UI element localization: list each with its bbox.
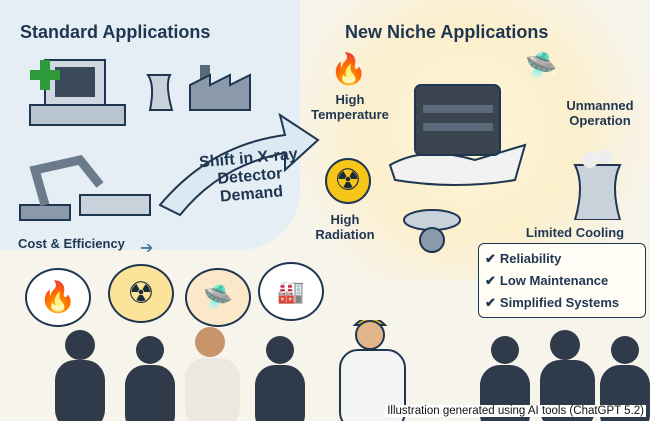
fan-icon [403,209,461,253]
medical-xray-icon [29,59,126,126]
shift-label: Shift in X-ray Detector Demand [198,145,299,206]
benefits-box: ✔Reliability ✔Low Maintenance ✔Simplifie… [478,243,646,318]
bubble-fire-icon: 🔥 [25,268,91,327]
benefit-item: ✔Reliability [485,248,639,270]
cost-efficiency-label: Cost & Efficiency [18,236,125,251]
fire-icon: 🔥 [330,53,368,86]
bubble-radiation-icon: ☢ [108,264,174,323]
factory-icon [146,65,251,111]
checkmark-icon: ✔ [485,295,496,310]
bubble-cooling-tower-icon: 🏭 [258,262,324,321]
standard-applications-title: Standard Applications [20,22,211,42]
condition-unmanned-operation: Unmanned Operation [566,98,634,128]
benefit-label: Simplified Systems [499,295,620,310]
bubble-drone-icon: 🛸 [185,268,251,327]
shift-arrow [158,112,320,217]
robot-arm-icon [19,154,151,221]
caption: Illustration generated using AI tools (C… [385,405,646,417]
checkmark-icon: ✔ [485,251,496,266]
niche-applications-title: New Niche Applications [345,22,549,42]
checkmark-icon: ✔ [485,273,496,288]
condition-high-temperature: High Temperature [311,92,389,122]
radiation-icon: ☢ [325,158,371,204]
drone-icon: 🛸 [525,50,558,80]
condition-limited-cooling: Limited Cooling [525,225,625,240]
benefit-item: ✔Simplified Systems [485,292,639,314]
condition-high-radiation: High Radiation [315,212,375,242]
benefit-label: Reliability [499,251,562,266]
benefit-item: ✔Low Maintenance [485,270,639,292]
cooling-tower-icon [573,150,622,220]
arrow-right-icon: ➔ [140,240,154,257]
benefit-label: Low Maintenance [499,273,609,288]
xray-detector-device [388,84,527,186]
